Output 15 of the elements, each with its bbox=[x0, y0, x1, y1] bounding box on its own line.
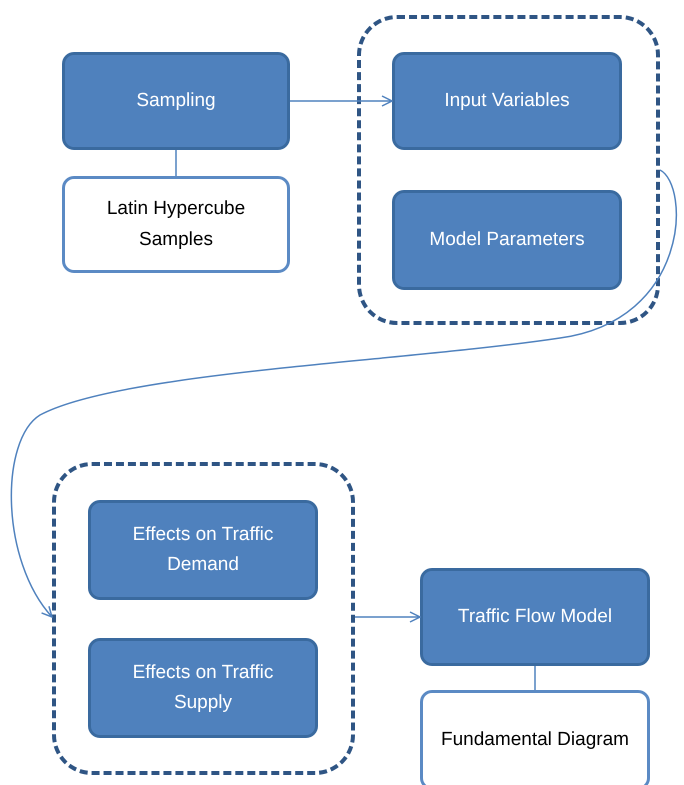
process-box: Sampling bbox=[62, 52, 290, 150]
process-box: Latin Hypercube Samples bbox=[62, 176, 290, 273]
process-box: Input Variables bbox=[392, 52, 622, 150]
connector-line bbox=[175, 150, 177, 176]
connector-line bbox=[534, 666, 536, 690]
process-box: Fundamental Diagram bbox=[420, 690, 650, 785]
arrow bbox=[10, 169, 677, 618]
process-box: Effects on Traffic Supply bbox=[88, 638, 318, 738]
dashed-group-box bbox=[52, 462, 355, 775]
arrow bbox=[290, 95, 393, 107]
arrow bbox=[355, 611, 421, 623]
process-box: Effects on Traffic Demand bbox=[88, 500, 318, 600]
dashed-group-box bbox=[357, 15, 660, 325]
process-box: Model Parameters bbox=[392, 190, 622, 290]
process-box: Traffic Flow Model bbox=[420, 568, 650, 666]
